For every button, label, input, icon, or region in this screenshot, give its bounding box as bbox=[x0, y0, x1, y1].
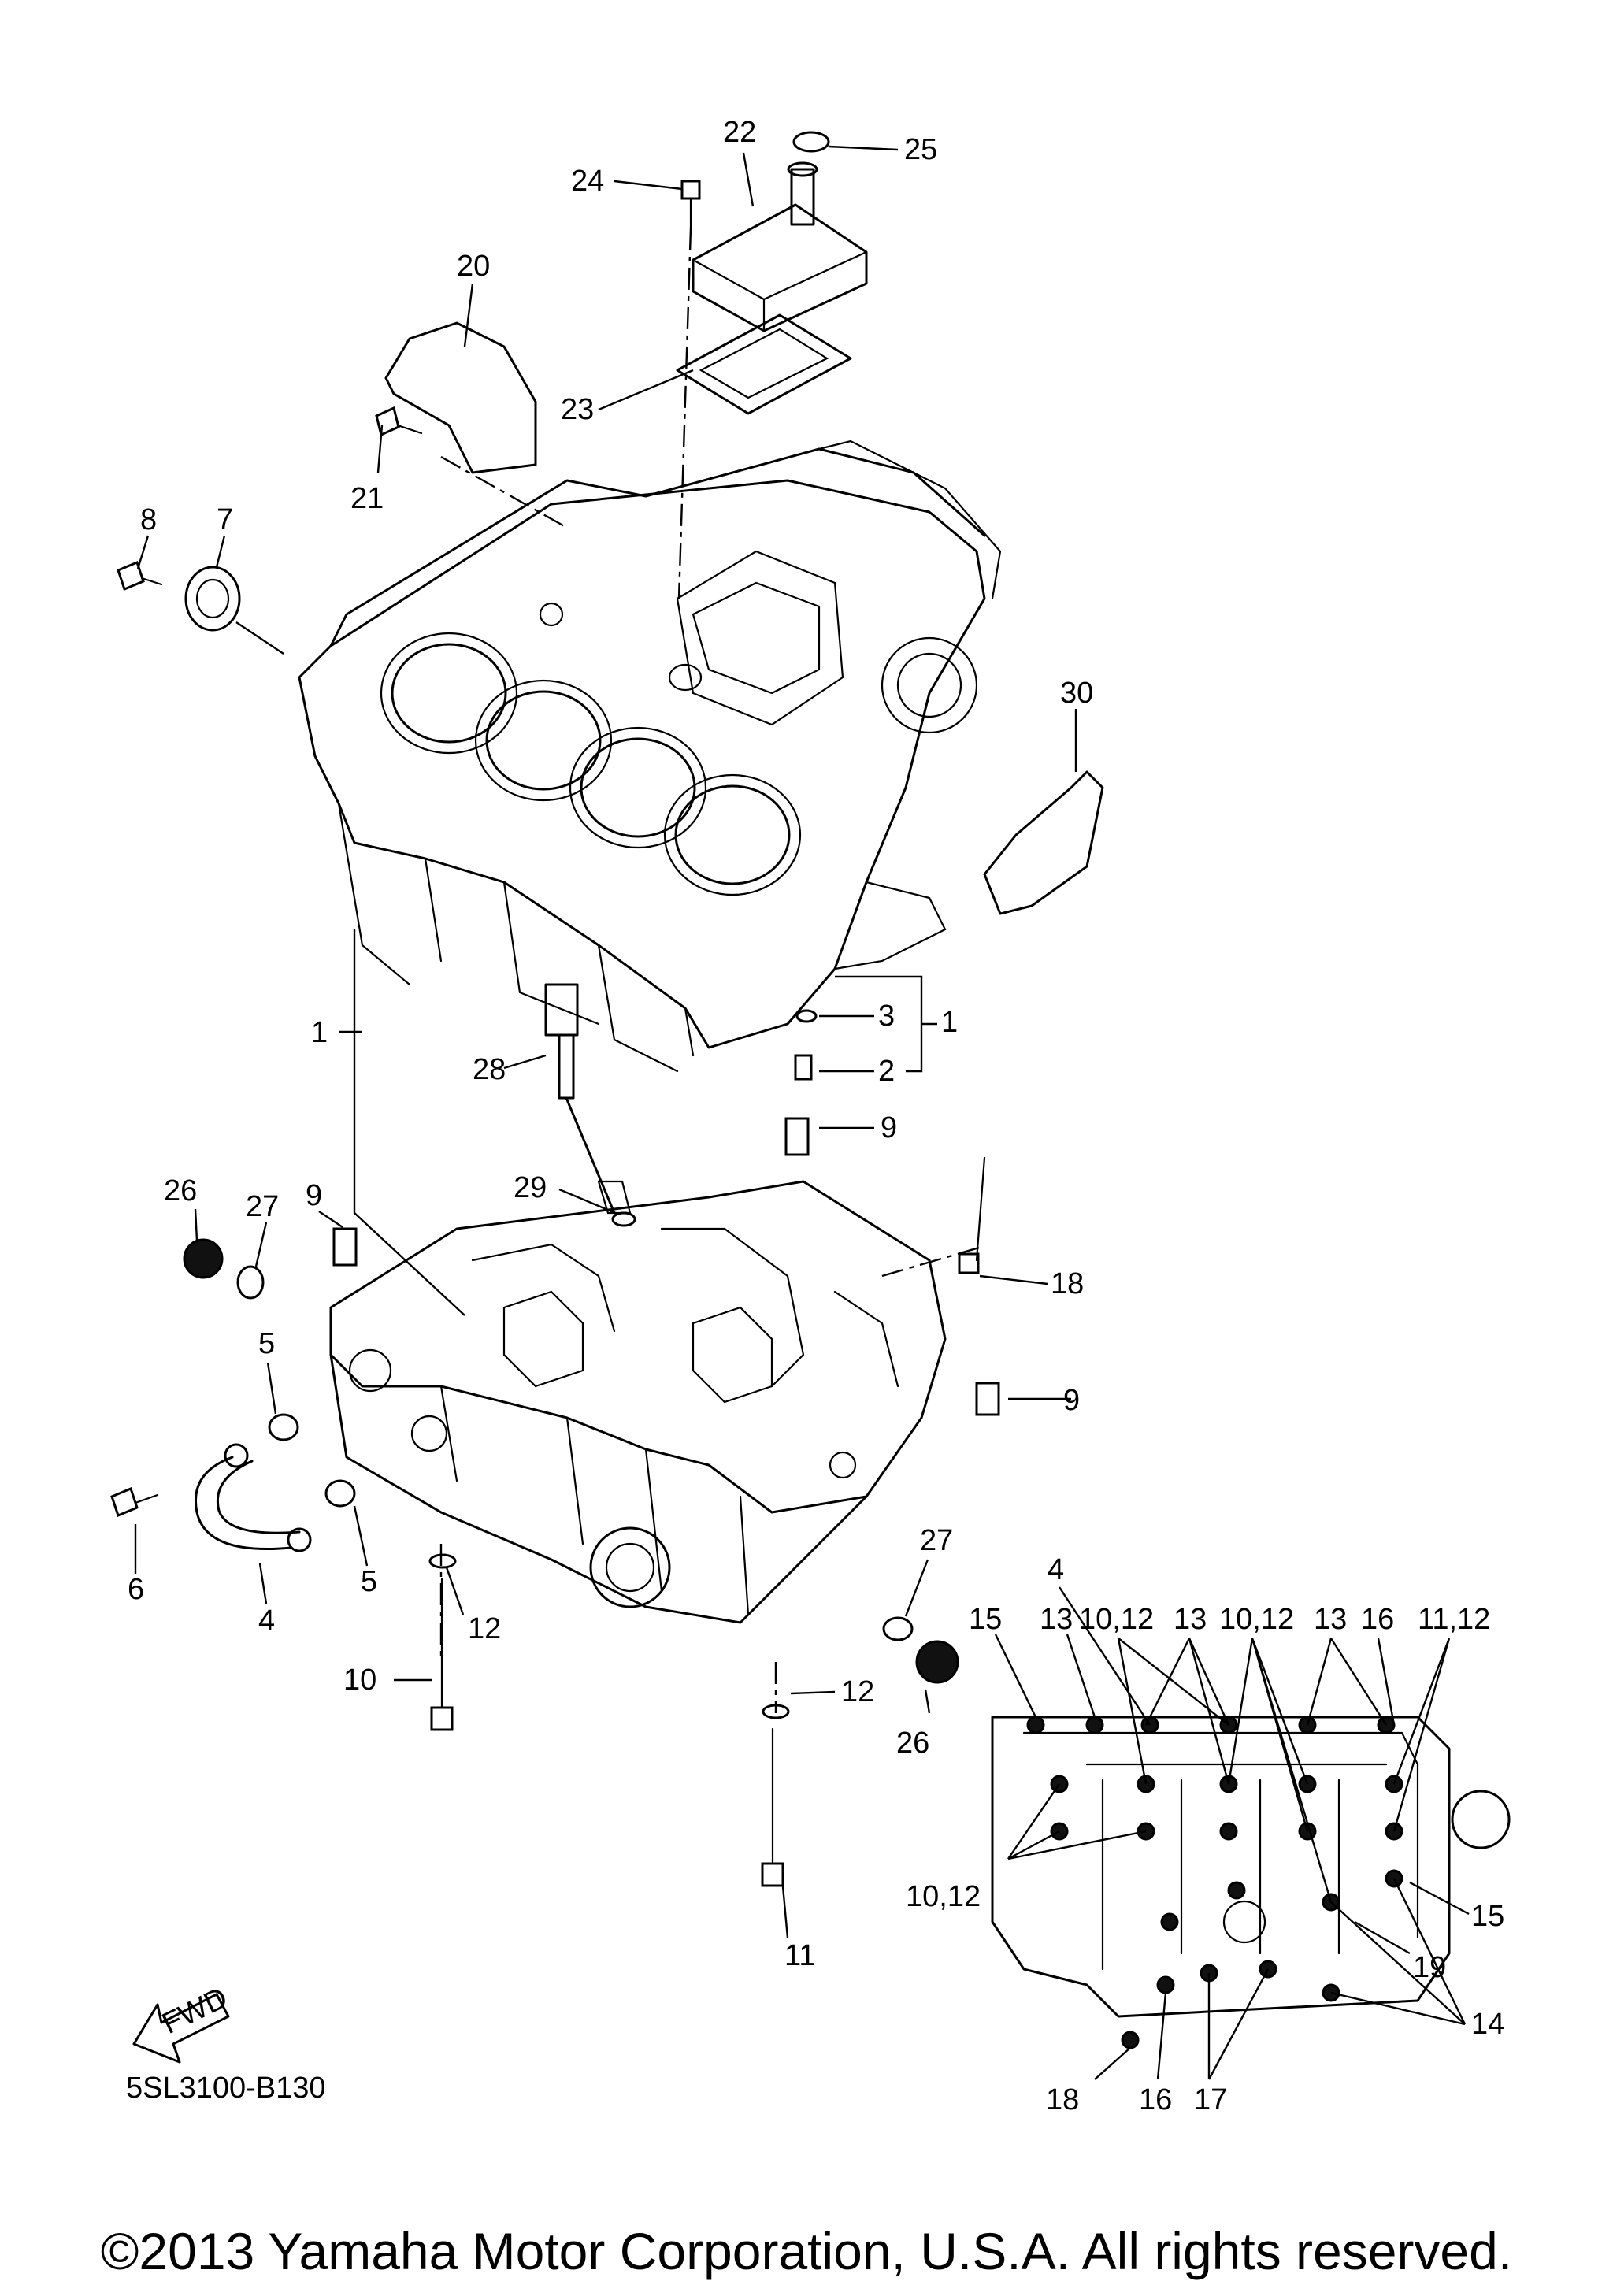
bolt-8 bbox=[117, 560, 145, 592]
o-ring-3 bbox=[795, 1009, 818, 1023]
callout-8: 8 bbox=[140, 503, 157, 536]
bottom-view-inset bbox=[991, 1716, 1511, 2049]
cylinder-bore-2 bbox=[485, 690, 602, 791]
callout-29: 29 bbox=[514, 1171, 547, 1204]
callout-6: 6 bbox=[128, 1573, 144, 1606]
breather-gasket bbox=[676, 313, 852, 415]
dowel-pin-9-a bbox=[332, 1227, 358, 1267]
callout-18: 18 bbox=[1051, 1267, 1084, 1300]
inset-callout-13-b: 13 bbox=[1174, 1603, 1207, 1636]
gasket-27-b bbox=[882, 1616, 914, 1641]
cylinder-bore-1 bbox=[391, 643, 507, 744]
oil-level-gauge-28 bbox=[544, 983, 632, 1215]
side-cover-20 bbox=[384, 321, 537, 474]
callout-27-left: 27 bbox=[246, 1190, 279, 1223]
inset-callout-19: 19 bbox=[1413, 1951, 1446, 1984]
copyright-notice: ©2013 Yamaha Motor Corporation, U.S.A. A… bbox=[100, 2222, 1513, 2280]
cylinder-bore-4 bbox=[674, 784, 791, 885]
callout-22: 22 bbox=[723, 116, 756, 149]
plate-30 bbox=[983, 770, 1104, 915]
dowel-pin-9-b bbox=[784, 1117, 810, 1156]
callout-2: 2 bbox=[878, 1055, 895, 1088]
callout-1-right: 1 bbox=[941, 1006, 958, 1039]
inset-callout-18: 18 bbox=[1046, 2083, 1079, 2116]
inset-callout-10-12-c: 10,12 bbox=[906, 1880, 981, 1913]
bolt-11 bbox=[761, 1862, 784, 1887]
bolt-2 bbox=[794, 1054, 813, 1081]
callout-23: 23 bbox=[561, 393, 594, 426]
callout-25: 25 bbox=[904, 133, 937, 166]
cylinder-bore-3 bbox=[580, 737, 696, 838]
inset-callout-16-top: 16 bbox=[1361, 1603, 1394, 1636]
bolt-24 bbox=[680, 180, 701, 200]
diagram-reference-code: 5SL3100-B130 bbox=[126, 2072, 326, 2105]
callout-21: 21 bbox=[350, 482, 384, 515]
cover-7 bbox=[184, 566, 241, 632]
bolt-6 bbox=[110, 1486, 139, 1518]
washer-12-a bbox=[428, 1553, 457, 1569]
callout-5-bottom: 5 bbox=[361, 1565, 377, 1598]
inset-callout-15-top: 15 bbox=[969, 1603, 1002, 1636]
inset-callout-10-12-a: 10,12 bbox=[1079, 1603, 1154, 1636]
callout-24: 24 bbox=[571, 165, 604, 198]
bolt-21 bbox=[375, 406, 400, 437]
plug-26-a bbox=[183, 1238, 224, 1279]
callout-26-right: 26 bbox=[896, 1727, 929, 1760]
breather-cover bbox=[692, 161, 868, 332]
inset-callout-13-c: 13 bbox=[1314, 1603, 1347, 1636]
callout-labels: 22 25 24 20 23 21 8 7 30 1 1 3 2 28 9 26… bbox=[128, 116, 1504, 2116]
upper-crankcase bbox=[298, 440, 1002, 1073]
inset-callout-14: 14 bbox=[1471, 2008, 1504, 2041]
callout-12-left: 12 bbox=[468, 1612, 501, 1645]
plug-26-b bbox=[915, 1640, 959, 1684]
callout-7: 7 bbox=[217, 503, 233, 536]
dowel-pin-9-c bbox=[975, 1382, 1000, 1416]
callout-20: 20 bbox=[457, 250, 490, 283]
o-ring-25 bbox=[792, 131, 830, 153]
inset-callout-16-bottom: 16 bbox=[1139, 2083, 1172, 2116]
callout-12-right: 12 bbox=[841, 1675, 874, 1708]
o-ring-29 bbox=[611, 1211, 636, 1227]
callout-3: 3 bbox=[878, 1000, 895, 1033]
callout-9-top: 9 bbox=[881, 1111, 897, 1144]
o-ring-5-a bbox=[268, 1413, 299, 1441]
callout-10: 10 bbox=[343, 1664, 376, 1697]
inset-callout-4: 4 bbox=[1048, 1553, 1064, 1586]
inset-callout-13-a: 13 bbox=[1040, 1603, 1073, 1636]
callout-11: 11 bbox=[784, 1939, 815, 1972]
inset-callout-10-12-b: 10,12 bbox=[1219, 1603, 1294, 1636]
callout-5-top: 5 bbox=[258, 1327, 275, 1360]
o-ring-5-b bbox=[324, 1479, 356, 1508]
inset-callout-17: 17 bbox=[1194, 2083, 1227, 2116]
callout-26-left: 26 bbox=[164, 1174, 197, 1207]
bolt-10 bbox=[430, 1706, 454, 1731]
callout-30: 30 bbox=[1060, 677, 1093, 710]
callout-28: 28 bbox=[473, 1053, 506, 1086]
callout-9-right: 9 bbox=[1063, 1384, 1080, 1417]
pipe-4 bbox=[195, 1456, 293, 1551]
gasket-27-a bbox=[236, 1265, 265, 1300]
callout-1-left: 1 bbox=[311, 1016, 328, 1049]
lower-crankcase bbox=[329, 1180, 947, 1624]
callout-4: 4 bbox=[258, 1604, 275, 1638]
inset-callout-11-12: 11,12 bbox=[1418, 1603, 1490, 1636]
inset-callout-15-right: 15 bbox=[1471, 1900, 1504, 1933]
fwd-arrow: FWD bbox=[132, 1981, 233, 2064]
callout-9-left: 9 bbox=[306, 1179, 322, 1212]
callout-27-right: 27 bbox=[920, 1524, 953, 1557]
bolt-18 bbox=[958, 1252, 980, 1274]
